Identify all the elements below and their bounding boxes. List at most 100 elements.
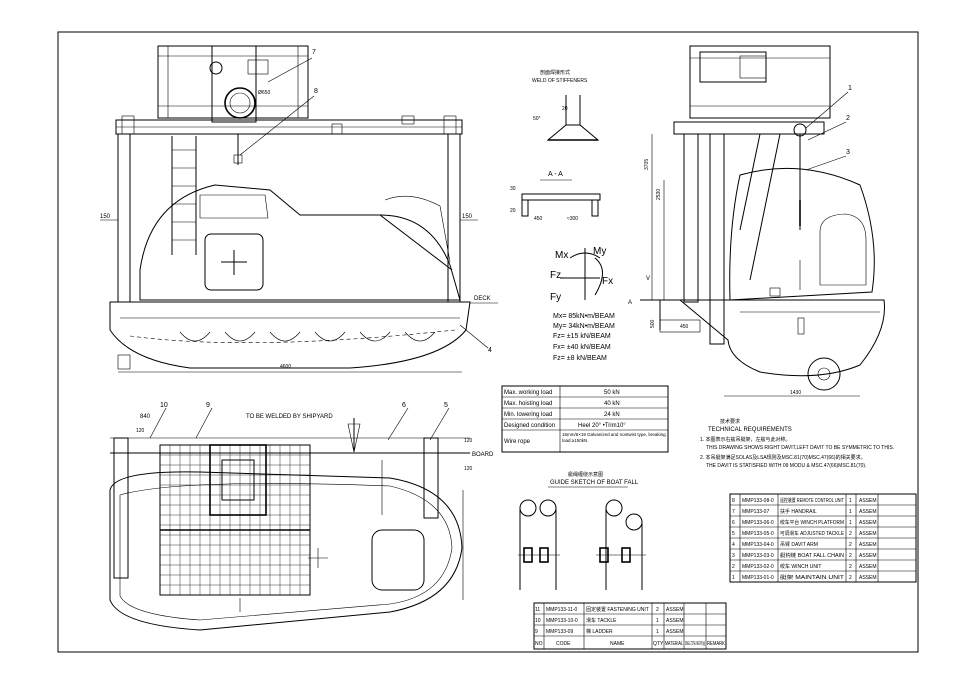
- pr-name-4: 吊臂 DAVIT ARM: [780, 541, 818, 548]
- technical-requirements: 技术要求 TECHNICAL REQUIREMENTS 1. 本图表示右舷吊艇架…: [700, 418, 894, 469]
- spec-key-3: Designed condition: [504, 423, 555, 429]
- pb-mat-0: ASSEM: [666, 607, 684, 613]
- balloon-3: 3: [846, 149, 850, 156]
- balloon-2: 2: [846, 115, 850, 122]
- dim-840: 840: [140, 414, 151, 420]
- section-aa: A - A 450 ≈300 20 30: [510, 171, 601, 222]
- pb-code-0: MMP133-11-0: [546, 607, 578, 613]
- spec-key-0: Max. working load: [504, 390, 552, 396]
- pb-mat-1: ASSEM: [666, 618, 684, 624]
- deck-label: DECK: [474, 296, 491, 302]
- pb-code-2: MMP133-09: [546, 629, 573, 635]
- force-line-3: Fz= ±15 kN/BEAM: [553, 333, 611, 340]
- balloon-7: 7: [312, 49, 316, 56]
- pb-no-2: 9: [535, 629, 538, 635]
- pr-no-1: 7: [732, 509, 735, 515]
- guide-title-cn: 艇绳缠绕示意图: [568, 471, 603, 478]
- pr-mat-4: ASSEM: [859, 542, 877, 548]
- balloon-5: 5: [444, 402, 448, 409]
- dim-500: 500: [650, 319, 656, 328]
- pr-no-4: 4: [732, 542, 735, 548]
- spec-key-4: Wire rope: [504, 439, 531, 445]
- pb-hdr-no: NO: [535, 641, 543, 647]
- spec-val-3: Heel 20° •Trim10°: [578, 423, 626, 429]
- pb-mat-2: ASSEM: [666, 629, 684, 635]
- dim-450: 450: [680, 324, 689, 330]
- pb-hdr-qty: QTY: [653, 641, 664, 647]
- spec-key-1: Max. hoisting load: [504, 401, 552, 407]
- pb-hdr-mat: MATERIAL: [665, 641, 683, 647]
- pr-no-5: 3: [732, 553, 735, 559]
- dim-2530: 2530: [656, 189, 662, 200]
- pb-name-2: 梯 LADDER: [586, 628, 613, 635]
- tech-line1: THIS DRAWING SHOWS RIGHT DAVIT,LEFT DAVI…: [706, 445, 894, 451]
- balloon-6: 6: [402, 402, 406, 409]
- pr-mat-3: ASSEM: [859, 531, 877, 537]
- pr-name-0: 遥控装置 REMOTE CONTROL UNIT: [780, 497, 844, 504]
- pr-qty-0: 1: [849, 498, 852, 504]
- pr-name-2: 绞车平台 WINCH PLATFORM: [780, 519, 844, 526]
- weld-detail: 剖面焊接形式 WELD OF STIFFENERS 20 50°: [532, 69, 600, 141]
- pr-qty-6: 2: [849, 564, 852, 570]
- pb-no-0: 11: [535, 607, 540, 613]
- section-a-marker: A: [628, 300, 632, 306]
- pb-qty-0: 2: [656, 607, 659, 613]
- pr-mat-1: ASSEM: [859, 509, 877, 515]
- pr-code-6: MMP133-02-0: [742, 564, 774, 570]
- pr-code-1: MMP133-07: [742, 509, 769, 515]
- weld-dim-20: 20: [562, 106, 568, 112]
- pb-qty-1: 1: [656, 618, 659, 624]
- pr-name-6: 绞车 WINCH UNIT: [780, 563, 821, 570]
- winch-size-label: Ø650: [258, 90, 270, 96]
- plan-view: TO BE WELDED BY SHIPYARD BOARD 840 120 1…: [109, 402, 494, 631]
- balloon-4: 4: [488, 347, 492, 354]
- guide-sketch: 艇绳缠绕示意图 GUIDE SKETCH OF BOAT FALL: [518, 471, 646, 590]
- pr-code-0: MMP133-08-0: [742, 498, 774, 504]
- parts-list-bottom: 11 MMP133-11-0 固定装置 FASTENING UNIT 2 ASS…: [533, 602, 727, 650]
- pr-no-2: 6: [732, 520, 735, 526]
- force-my: My: [593, 246, 606, 257]
- spec-val-0: 50 kN: [604, 390, 620, 396]
- pb-qty-2: 1: [656, 629, 659, 635]
- pb-no-1: 10: [535, 618, 541, 624]
- welded-note: TO BE WELDED BY SHIPYARD: [246, 414, 333, 420]
- pr-qty-4: 2: [849, 542, 852, 548]
- pr-no-7: 1: [732, 575, 735, 581]
- dim-3705: 3705: [644, 159, 650, 170]
- balloon-8: 8: [314, 88, 318, 95]
- pb-hdr-remark: REMARK: [707, 641, 726, 647]
- board-label: BOARD: [472, 452, 494, 458]
- pr-mat-0: ASSEM: [859, 498, 877, 504]
- pb-hdr-weight: SINGLE TOTAL WEIGHT(kg): [685, 641, 705, 647]
- pr-qty-3: 2: [849, 531, 852, 537]
- dim-120-b: 120: [464, 438, 473, 444]
- spec-table: Max. working load 50 kN Max. hoisting lo…: [501, 385, 669, 453]
- force-line-4: Fx= ±40 kN/BEAM: [553, 344, 611, 351]
- parts-list-right: 8 MMP133-08-0 遥控装置 REMOTE CONTROL UNIT 1…: [729, 493, 917, 583]
- force-fx: Fx: [602, 276, 613, 287]
- pr-mat-5: ASSEM: [859, 553, 877, 559]
- dim-120-c: 120: [464, 466, 473, 472]
- pr-name-5: 艇钩链 BOAT FALL CHAIN: [780, 552, 844, 559]
- pr-code-3: MMP133-05-0: [742, 531, 774, 537]
- tech-title: TECHNICAL REQUIREMENTS: [708, 427, 792, 433]
- dim-4600: 4600: [280, 364, 291, 370]
- pb-hdr-code: CODE: [556, 641, 571, 647]
- force-line-2: My= 34kN•m/BEAM: [553, 323, 615, 330]
- pb-code-1: MMP133-10-0: [546, 618, 578, 624]
- pr-code-4: MMP133-04-0: [742, 542, 774, 548]
- tech-line2-cn: 2. 本吊艇架满足SOLAS及LSA规则及MSC.81(70)MSC.47(66…: [700, 454, 866, 461]
- balloon-1: 1: [848, 85, 852, 92]
- aa-dim-20: 20: [510, 208, 516, 214]
- weld-title-cn: 剖面焊接形式: [540, 69, 570, 76]
- balloon-9: 9: [206, 402, 210, 409]
- pr-mat-6: ASSEM: [859, 564, 877, 570]
- pr-code-5: MMP133-03-0: [742, 553, 774, 559]
- force-diagram: Mx My Fz Fx Fy Mx= 85kN•m/BEAM My= 34kN•…: [550, 246, 615, 362]
- pr-mat-7: ASSEM: [859, 575, 877, 581]
- spec-val-2: 24 kN: [604, 412, 620, 418]
- guide-title: GUIDE SKETCH OF BOAT FALL: [550, 480, 639, 486]
- pb-name-0: 固定装置 FASTENING UNIT: [586, 606, 649, 613]
- spec-val-4: 16mm/6×19 Galvanized and nontwist type, …: [562, 432, 666, 443]
